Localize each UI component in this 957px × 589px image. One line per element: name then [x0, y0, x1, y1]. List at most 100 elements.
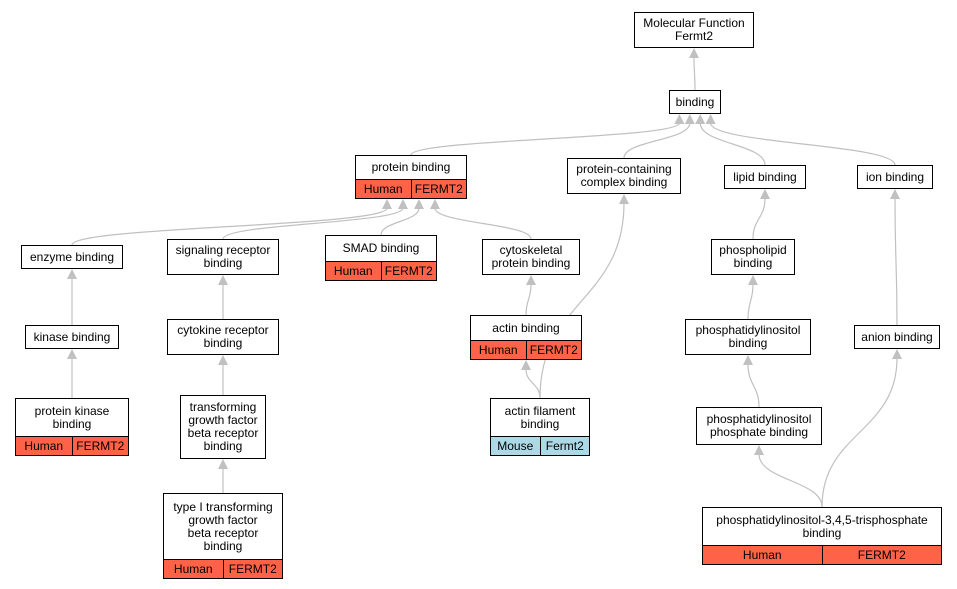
arrowhead-icon [382, 199, 392, 209]
node-cytoskeletal-protein-binding[interactable]: cytoskeletal protein binding [482, 239, 580, 275]
node-label: SMAD binding [342, 241, 420, 255]
gene-cell: FERMT2 [380, 262, 437, 280]
edge-phosphatidylinositol-phosphate-binding-to-phosphatidylinositol-binding [747, 363, 760, 408]
node-binding[interactable]: binding [669, 90, 721, 114]
node-label: cytokine receptor binding [177, 323, 269, 350]
node-label: cytoskeletal protein binding [491, 243, 571, 270]
node-phosphatidylinositol-binding[interactable]: phosphatidylinositol binding [685, 319, 811, 355]
gene-cell: FERMT2 [525, 341, 582, 359]
arrowhead-icon [398, 199, 408, 209]
edge-actin-filament-binding-to-actin-binding [525, 368, 541, 399]
node-molecular-function[interactable]: Molecular Function Fermt2 [634, 12, 754, 48]
edge-signaling-receptor-binding-to-protein-binding [222, 207, 404, 240]
arrowhead-icon [619, 194, 629, 204]
node-label: anion binding [861, 329, 933, 344]
arrowhead-icon [705, 114, 716, 124]
edge-enzyme-binding-to-protein-binding [71, 207, 388, 246]
edge-pip3-binding-to-anion-binding [821, 357, 898, 508]
species-cell: Human [363, 182, 403, 196]
gene-cell: FERMT2 [71, 437, 129, 455]
arrowhead-icon [674, 114, 685, 124]
annotation-row: Mouse Fermt2 [491, 436, 589, 455]
arrowhead-icon [754, 445, 764, 455]
arrowhead-icon [414, 199, 424, 209]
arrowhead-icon [890, 189, 900, 199]
node-label: phosphatidylinositol-3,4,5-trisphosphate… [716, 512, 928, 540]
edge-ion-binding-to-binding [710, 122, 896, 166]
node-label: transforming growth factor beta receptor… [187, 400, 259, 453]
edge-actin-binding-to-cytoskeletal-protein-binding [525, 283, 532, 316]
arrowhead-icon [689, 48, 699, 58]
node-label: phosphatidylinositol phosphate binding [706, 412, 812, 439]
arrowhead-icon [760, 189, 770, 199]
node-label: protein-containing complex binding [576, 162, 672, 189]
node-label: ion binding [865, 169, 925, 184]
node-tgf-beta-receptor-binding[interactable]: transforming growth factor beta receptor… [180, 395, 266, 459]
edge-pip3-binding-to-phosphatidylinositol-phosphate-binding [758, 453, 823, 508]
edge-anion-binding-to-ion-binding [894, 197, 898, 326]
annotation-row: Human FERMT2 [703, 545, 941, 564]
annotation-row: Human FERMT2 [356, 179, 466, 198]
species-cell: Human [478, 343, 518, 357]
node-label: actin binding [492, 320, 560, 335]
gene-cell: FERMT2 [821, 546, 942, 564]
node-label: phospholipid binding [719, 243, 787, 270]
arrowhead-icon [684, 114, 695, 124]
node-anion-binding[interactable]: anion binding [854, 325, 940, 349]
node-phospholipid-binding[interactable]: phospholipid binding [711, 239, 795, 275]
node-enzyme-binding[interactable]: enzyme binding [21, 245, 123, 269]
node-kinase-binding[interactable]: kinase binding [25, 325, 119, 349]
arrowhead-icon [67, 349, 77, 359]
node-ion-binding[interactable]: ion binding [857, 165, 933, 189]
arrowhead-icon [748, 275, 758, 285]
node-protein-containing-complex-binding[interactable]: protein-containing complex binding [567, 158, 681, 194]
node-label: protein kinase binding [34, 403, 110, 431]
node-label: actin filament binding [504, 403, 576, 431]
annotation-row: Human FERMT2 [471, 340, 581, 359]
species-cell: Human [742, 548, 782, 562]
arrowhead-icon [430, 199, 440, 209]
node-label: enzyme binding [29, 249, 115, 264]
arrowhead-icon [521, 360, 531, 370]
species-cell: Human [24, 439, 64, 453]
arrowhead-icon [892, 349, 902, 359]
node-lipid-binding[interactable]: lipid binding [724, 165, 806, 189]
edge-lipid-binding-to-binding [699, 122, 766, 166]
node-label: phosphatidylinositol binding [695, 323, 801, 350]
node-label: Molecular Function Fermt2 [643, 16, 745, 43]
node-label: protein binding [371, 160, 451, 174]
arrowhead-icon [67, 269, 77, 279]
node-label: signaling receptor binding [175, 243, 271, 270]
species-cell: Mouse [497, 439, 534, 453]
node-type-i-tgf-beta-receptor-binding[interactable]: type I transforming growth factor beta r… [163, 493, 283, 579]
edge-smad-binding-to-protein-binding [380, 207, 420, 236]
edge-protein-containing-complex-binding-to-binding [623, 122, 691, 159]
gene-cell: Fermt2 [539, 437, 590, 455]
arrowhead-icon [695, 114, 706, 124]
graph-edges [67, 48, 902, 508]
arrowhead-icon [218, 275, 228, 285]
node-signaling-receptor-binding[interactable]: signaling receptor binding [167, 239, 279, 275]
arrowhead-icon [218, 355, 228, 365]
arrowhead-icon [743, 355, 753, 365]
annotation-row: Human FERMT2 [16, 436, 128, 455]
species-cell: Human [333, 264, 373, 278]
edge-binding-to-molecular-function [693, 56, 696, 91]
gene-cell: FERMT2 [222, 560, 283, 578]
arrowhead-icon [218, 459, 228, 469]
gene-cell: FERMT2 [410, 180, 467, 198]
node-pip3-binding[interactable]: phosphatidylinositol-3,4,5-trisphosphate… [702, 507, 942, 565]
node-label: binding [675, 94, 715, 109]
node-label: lipid binding [733, 169, 797, 184]
node-cytokine-receptor-binding[interactable]: cytokine receptor binding [167, 319, 279, 355]
arrowhead-icon [526, 275, 536, 285]
node-phosphatidylinositol-phosphate-binding[interactable]: phosphatidylinositol phosphate binding [696, 407, 822, 445]
node-label: kinase binding [33, 329, 111, 344]
edge-cytoskeletal-protein-binding-to-protein-binding [434, 207, 532, 240]
edge-phospholipid-binding-to-lipid-binding [752, 197, 766, 240]
